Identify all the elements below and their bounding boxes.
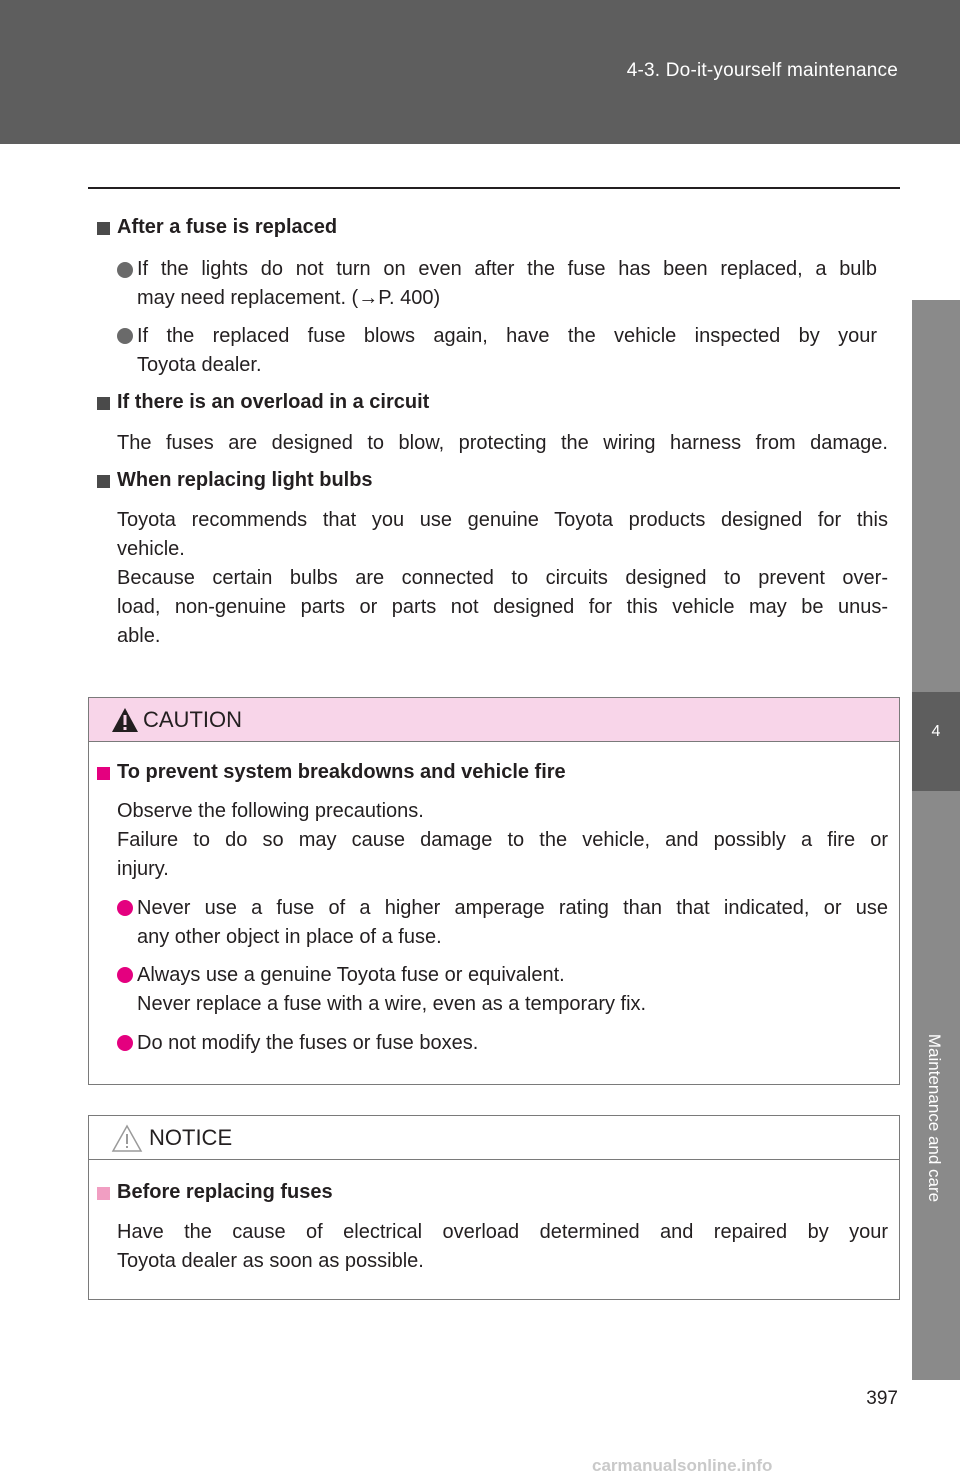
bullet-dot-icon (117, 900, 133, 916)
caution-bullet-text: any other object in place of a fuse. (137, 926, 442, 948)
bulbs-text: load, non-genuine parts or parts not des… (117, 596, 888, 618)
caution-text: injury. (117, 858, 169, 880)
caution-bullet-text: Always use a genuine Toyota fuse or equi… (137, 964, 565, 986)
page-number: 397 (866, 1388, 898, 1409)
caution-heading: To prevent system breakdowns and vehicle… (117, 761, 566, 783)
bullet-dot-icon (117, 262, 133, 278)
bulbs-text: able. (117, 625, 161, 647)
bullet-dot-icon (117, 1035, 133, 1051)
bulbs-text: vehicle. (117, 538, 185, 560)
notice-text: Toyota dealer as soon as possible. (117, 1250, 424, 1272)
caution-text: Observe the following precautions. (117, 800, 424, 822)
heading-overload: If there is an overload in a circuit (117, 391, 430, 413)
warning-triangle-icon (112, 708, 138, 732)
section-square-icon (97, 397, 110, 410)
watermark: carmanualsonline.info (592, 1456, 773, 1475)
bullet-dot-icon (117, 967, 133, 983)
chapter-number-box (912, 692, 960, 791)
caution-text: Failure to do so may cause damage to the… (117, 829, 888, 851)
bullet-text: Toyota dealer. (137, 354, 262, 376)
caution-box: CAUTION To prevent system breakdowns and… (88, 697, 900, 1085)
section-title: 4-3. Do-it-yourself maintenance (626, 60, 898, 81)
caution-header: CAUTION (89, 698, 899, 742)
chapter-side-tab (912, 300, 960, 1380)
notice-title: NOTICE (149, 1125, 233, 1150)
divider-rule (88, 187, 900, 189)
bulbs-text: Because certain bulbs are connected to c… (117, 567, 888, 589)
overload-text: The fuses are designed to blow, protecti… (117, 432, 888, 454)
bullet-text: If the replaced fuse blows again, have t… (137, 325, 877, 347)
notice-box: NOTICE Before replacing fuses Have the c… (88, 1115, 900, 1300)
caution-bullet-text: Do not modify the fuses or fuse boxes. (137, 1032, 479, 1054)
notice-text: Have the cause of electrical overload de… (117, 1221, 888, 1243)
caution-bullet-text: Never use a fuse of a higher amperage ra… (137, 897, 888, 919)
notice-header: NOTICE (89, 1116, 899, 1160)
section-square-icon (97, 475, 110, 488)
section-square-icon (97, 222, 110, 235)
bullet-dot-icon (117, 328, 133, 344)
chapter-number: 4 (931, 723, 941, 740)
notice-triangle-icon (111, 1124, 143, 1152)
section-square-icon (97, 767, 110, 780)
chapter-label: Maintenance and care (925, 1033, 944, 1203)
bulbs-text: Toyota recommends that you use genuine T… (117, 509, 888, 531)
notice-heading: Before replacing fuses (117, 1181, 333, 1203)
heading-bulbs: When replacing light bulbs (117, 469, 373, 491)
caution-bullet-text: Never replace a fuse with a wire, even a… (137, 993, 647, 1015)
section-square-icon (97, 1187, 110, 1200)
heading-after-fuse: After a fuse is replaced (117, 216, 338, 238)
header-band (0, 0, 960, 144)
bullet-text: If the lights do not turn on even after … (137, 258, 877, 280)
caution-title: CAUTION (143, 707, 242, 732)
bullet-text: may need replacement. (→P. 400) (137, 287, 441, 309)
